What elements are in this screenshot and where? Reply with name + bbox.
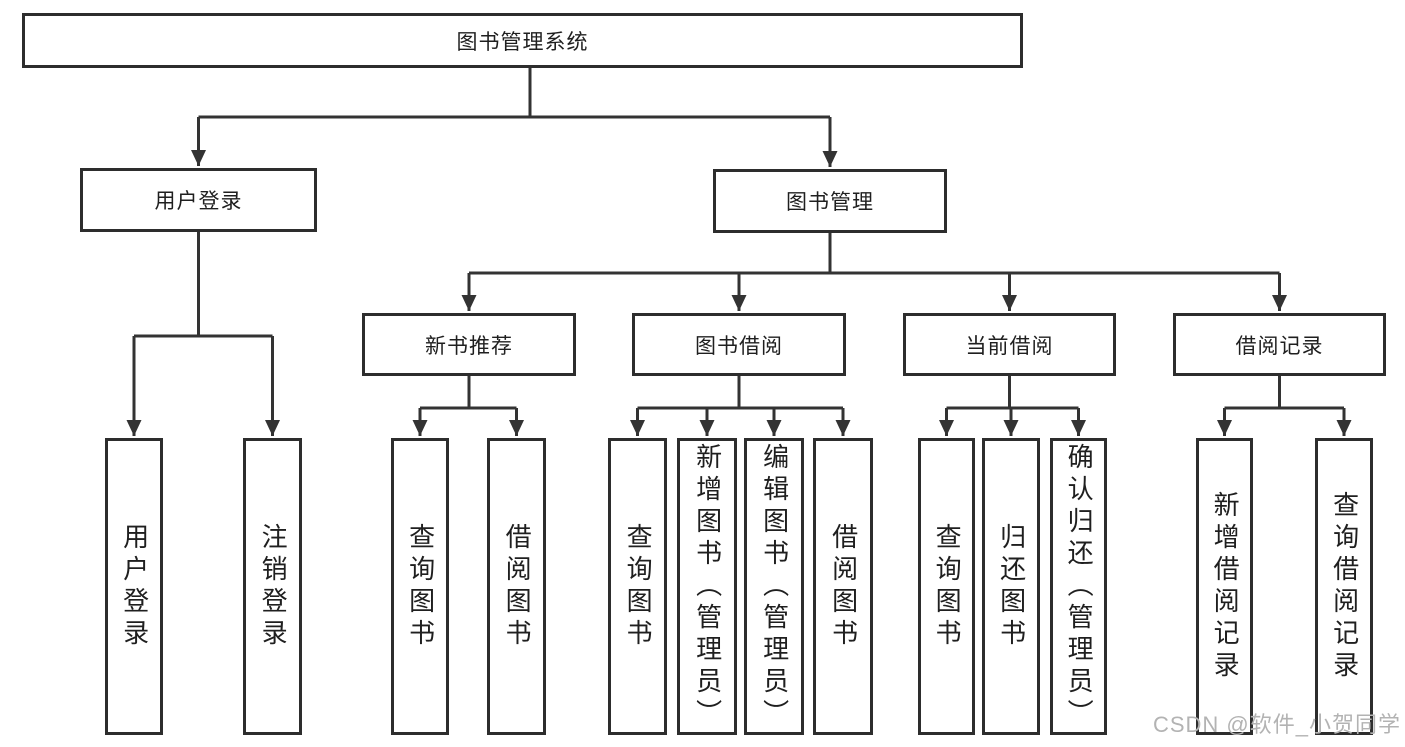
node-user-login: 用户登录 [80,168,317,232]
node-br-add-record-label: 新增借阅记录 [1210,490,1241,683]
node-cb-return-books-label: 归还图书 [996,522,1027,651]
node-nbr-query-books-label: 查询图书 [405,522,436,651]
node-borrowing-records: 借阅记录 [1173,313,1386,376]
node-book-borrowing-label: 图书借阅 [695,334,783,358]
node-cb-confirm-return-admin-label: 确认归还（管理员） [1064,442,1095,731]
node-cb-query-books: 查询图书 [918,438,975,735]
node-br-query-record-label: 查询借阅记录 [1329,490,1360,683]
node-cb-query-books-label: 查询图书 [932,522,963,651]
node-user-login-label: 用户登录 [154,190,243,213]
node-book-management-label: 图书管理 [786,191,874,214]
node-book-borrowing: 图书借阅 [632,313,846,376]
node-nbr-query-books: 查询图书 [391,438,449,735]
node-bb-edit-books-admin-label: 编辑图书（管理员） [759,442,790,731]
node-cb-return-books: 归还图书 [982,438,1040,735]
node-bb-query-books-label: 查询图书 [623,522,654,651]
node-current-borrowing: 当前借阅 [903,313,1116,376]
node-borrowing-records-label: 借阅记录 [1235,334,1324,358]
node-bb-add-books-admin-label: 新增图书（管理员） [692,442,723,731]
csdn-watermark: CSDN @软件_小贺同学 [1152,712,1401,737]
node-logout: 注销登录 [243,438,302,735]
node-bb-query-books: 查询图书 [608,438,667,735]
node-library-system: 图书管理系统 [22,13,1023,68]
node-br-add-record: 新增借阅记录 [1196,438,1253,735]
node-br-query-record: 查询借阅记录 [1315,438,1373,735]
node-new-book-recommendation-label: 新书推荐 [425,334,513,358]
node-bb-borrow-books: 借阅图书 [813,438,873,735]
node-current-borrowing-label: 当前借阅 [965,334,1054,358]
node-new-book-recommendation: 新书推荐 [362,313,576,376]
node-logout-label: 注销登录 [258,522,289,651]
node-bb-borrow-books-label: 借阅图书 [828,522,859,651]
node-book-management: 图书管理 [713,169,947,233]
node-library-system-label: 图书管理系统 [456,30,589,54]
node-nbr-borrow-books: 借阅图书 [487,438,546,735]
node-bb-add-books-admin: 新增图书（管理员） [677,438,737,735]
node-login: 用户登录 [105,438,163,735]
node-login-label: 用户登录 [119,522,150,651]
node-bb-edit-books-admin: 编辑图书（管理员） [744,438,804,735]
node-cb-confirm-return-admin: 确认归还（管理员） [1050,438,1107,735]
node-nbr-borrow-books-label: 借阅图书 [502,522,533,651]
